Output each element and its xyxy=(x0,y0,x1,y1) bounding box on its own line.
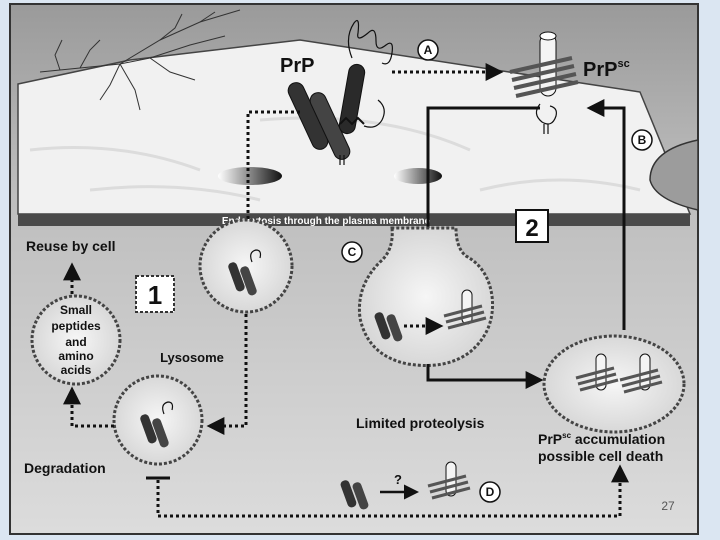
box-1 xyxy=(135,275,175,313)
arrow-b xyxy=(586,99,626,330)
limited-proteolysis-label: Limited proteolysis xyxy=(356,415,485,431)
endocytic-vesicle-1 xyxy=(198,218,294,314)
prp-in-lysosome-icon xyxy=(140,401,174,448)
prpsc-pathway-d-icon xyxy=(427,461,471,500)
prp-in-vesicle-icon xyxy=(228,249,262,296)
box-2-label: 2 xyxy=(525,215,538,242)
endocytosis-label: Endocytosis through the plasma membrane xyxy=(222,216,431,227)
circle-d-label: D xyxy=(486,485,495,499)
pathway-d-line xyxy=(156,464,629,518)
prp-in-endosome-icon xyxy=(374,312,403,342)
prp-pathway-d-icon xyxy=(340,480,369,510)
label-circle-b xyxy=(631,129,653,151)
small-peptides-line: Small xyxy=(60,303,92,317)
prpsc-label: PrPsc xyxy=(583,58,630,81)
circle-b-label: B xyxy=(638,133,647,147)
question-mark: ? xyxy=(394,472,402,487)
accumulation-label-line2: possible cell death xyxy=(538,448,663,464)
to-lysosome-path xyxy=(206,314,248,435)
label-circle-c xyxy=(341,241,363,263)
label-circle-d xyxy=(479,481,501,503)
label-circle-a xyxy=(417,39,439,61)
endocytic-pit xyxy=(218,167,282,185)
accumulation-label-line1: PrPsc accumulation xyxy=(538,431,665,447)
slide-number: 27 xyxy=(661,499,675,513)
cell-bulge xyxy=(649,139,699,211)
small-peptides-line: peptides xyxy=(51,319,101,333)
box-1-label: 1 xyxy=(148,280,162,310)
prpsc-in-endosome-icon xyxy=(443,289,487,330)
small-peptides-line: amino xyxy=(58,349,93,363)
lysosome-label: Lysosome xyxy=(160,350,224,365)
circle-a-label: A xyxy=(424,43,433,57)
degradation-label: Degradation xyxy=(24,460,106,476)
circle-c-label: C xyxy=(348,245,357,259)
prp-label: PrP xyxy=(280,55,314,77)
small-peptides-line: and xyxy=(65,335,86,349)
prpsc-aggregate-icon xyxy=(575,353,663,394)
accumulation-vesicle xyxy=(542,334,686,434)
degradation-arrow xyxy=(63,386,114,428)
to-accumulation-arrow xyxy=(426,364,544,389)
endocytic-pit xyxy=(394,168,442,184)
small-peptides-line: acids xyxy=(61,363,92,377)
reuse-label: Reuse by cell xyxy=(26,238,116,254)
neuron-dendrite-icon xyxy=(39,9,241,111)
prp-protein-icon xyxy=(287,20,393,165)
membrane-texture xyxy=(29,116,641,202)
box-2 xyxy=(515,209,549,243)
small-peptides-vesicle xyxy=(30,294,122,386)
prpsc-protein-icon xyxy=(509,31,579,134)
